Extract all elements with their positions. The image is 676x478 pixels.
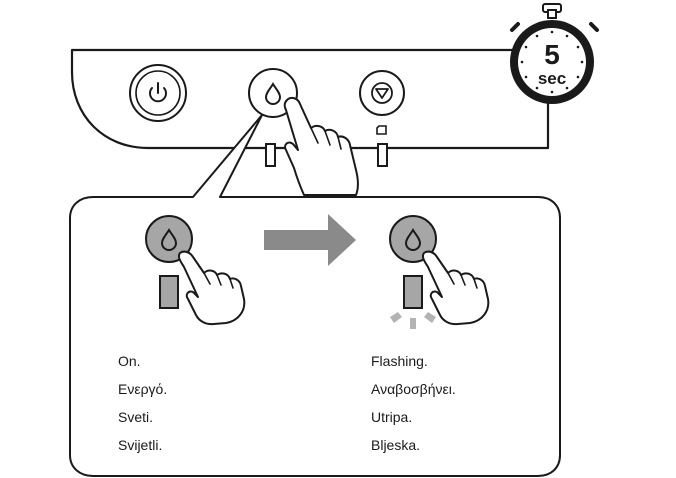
- stop-button[interactable]: [359, 70, 405, 116]
- after-caption-3: Utripa.: [371, 409, 413, 425]
- stopwatch-icon: 5 sec: [510, 3, 599, 104]
- after-caption-1: Flashing.: [371, 353, 428, 369]
- ink-light-on: [159, 275, 179, 309]
- before-caption-3: Sveti.: [118, 409, 154, 425]
- paper-icon: [376, 125, 387, 135]
- timer-value: 5: [544, 39, 560, 70]
- before-caption-1: On.: [118, 353, 141, 369]
- before-caption-4: Svijetli.: [118, 437, 163, 453]
- after-caption-2: Αναβοσβήνει.: [371, 381, 456, 397]
- callout-box: [69, 114, 561, 477]
- after-caption-4: Bljeska.: [371, 437, 421, 453]
- right-arrow-icon: [264, 214, 356, 266]
- paper-light: [377, 143, 388, 167]
- control-panel: [70, 48, 550, 150]
- ink-button-before: [145, 215, 246, 326]
- before-caption-2: Ενεργό.: [118, 381, 168, 397]
- ink-button-after: [389, 215, 490, 329]
- stop-icon: [371, 82, 393, 104]
- pointing-hand-icon: [283, 96, 359, 196]
- ink-light-flashing: [403, 275, 423, 309]
- power-button[interactable]: [129, 64, 187, 122]
- ink-light-off: [265, 143, 276, 167]
- timer-unit: sec: [538, 69, 566, 88]
- power-icon: [149, 82, 167, 103]
- flashing-rays: [390, 312, 436, 329]
